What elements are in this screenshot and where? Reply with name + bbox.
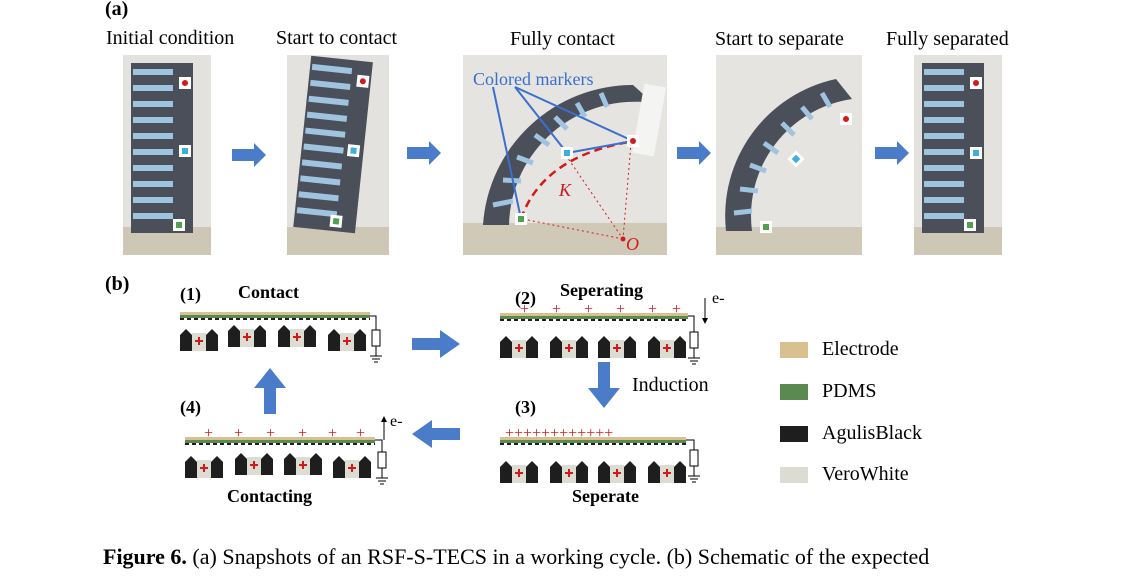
legend-label: Electrode (822, 338, 899, 360)
panel-a-label: (a) (105, 0, 129, 20)
panel-b-label: (b) (105, 273, 130, 295)
svg-text:+: + (584, 301, 593, 318)
step-1-number: (1) (180, 284, 201, 305)
legend-item-agulisblack: AgulisBlack (780, 422, 922, 445)
svg-text:+: + (328, 425, 337, 442)
legend-swatch (780, 383, 808, 400)
electron-label-top: e- (712, 290, 724, 307)
svg-text:+: + (648, 301, 657, 318)
legend-label: PDMS (822, 380, 877, 402)
step-3-title: Seperate (572, 486, 639, 506)
step-2-title: Seperating (560, 280, 643, 300)
arrow-right-icon (412, 330, 460, 358)
svg-text:+: + (520, 301, 529, 318)
snapshot-photo-start-separate (716, 55, 862, 255)
svg-text:+: + (266, 425, 275, 442)
snapshot-title-fully-separated: Fully separated (886, 28, 1009, 50)
legend-label: VeroWhite (822, 463, 909, 485)
caption-text: (a) Snapshots of an RSF-S-TECS in a work… (186, 544, 930, 569)
step-3-number: (3) (515, 397, 536, 418)
svg-text:+: + (298, 425, 307, 442)
svg-text:+: + (204, 425, 213, 442)
snapshot-photo-start-contact (287, 55, 389, 255)
legend-swatch (780, 425, 808, 442)
svg-text:+: + (552, 301, 561, 318)
legend-label: AgulisBlack (822, 422, 922, 444)
arrow-left-icon (412, 420, 460, 448)
legend-item-electrode: Electrode (780, 338, 899, 361)
legend-swatch (780, 466, 808, 483)
legend-swatch (780, 341, 808, 358)
snapshot-photo-initial (123, 55, 211, 255)
arrow-up-icon (254, 368, 286, 414)
induction-label: Induction (632, 374, 709, 396)
caption-figure-number: Figure 6. (103, 544, 187, 569)
legend-item-pdms: PDMS (780, 380, 876, 403)
step-2-number: (2) (515, 288, 536, 309)
snapshot-title-fully-contact: Fully contact (510, 28, 615, 50)
svg-text:+: + (234, 425, 243, 442)
snapshot-photo-fully-contact: Colored markers K O (463, 55, 667, 255)
svg-text:+: + (672, 301, 681, 318)
center-label: O (626, 234, 639, 254)
step-4-title: Contacting (227, 486, 312, 506)
snapshot-title-start-separate: Start to separate (715, 28, 844, 50)
colored-markers-label: Colored markers (473, 69, 593, 89)
arrow-down-icon (588, 362, 620, 408)
curvature-label: K (558, 180, 572, 200)
snapshot-photo-fully-separated (914, 55, 1002, 255)
step-4-number: (4) (180, 397, 201, 418)
step-1-title: Contact (238, 282, 299, 302)
legend-item-verowhite: VeroWhite (780, 463, 909, 486)
figure-caption: Figure 6. (a) Snapshots of an RSF-S-TECS… (103, 544, 929, 570)
snapshot-title-initial: Initial condition (106, 27, 235, 49)
electron-label-bottom: e- (390, 413, 402, 430)
snapshot-title-start-contact: Start to contact (276, 27, 398, 49)
svg-text:+: + (616, 301, 625, 318)
svg-text:+: + (356, 425, 365, 442)
